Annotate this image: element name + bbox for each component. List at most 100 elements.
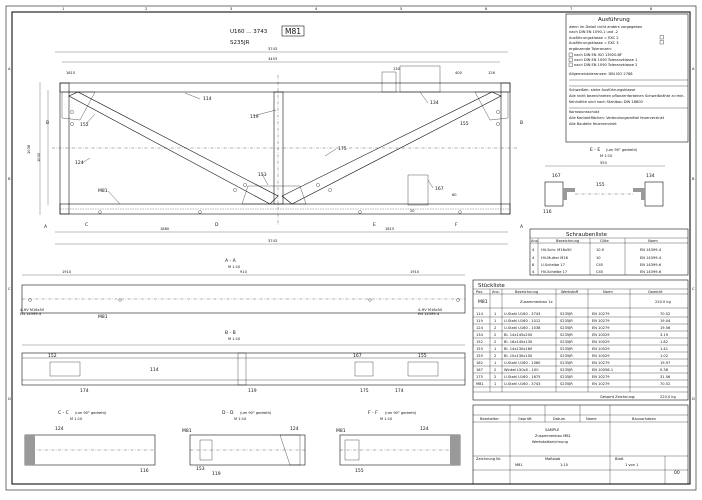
stk-row-2-col-1: 2 <box>494 326 496 330</box>
stk-h-anz: Anz. <box>492 290 500 294</box>
section-mark-b-left: B <box>46 120 49 126</box>
schr-r1-anz: 4 <box>532 248 535 252</box>
section-ee: E - E (um 90° gedreht) M 1:10 550 167 11… <box>543 147 665 215</box>
schrauben-title: Schraubenliste <box>566 232 608 238</box>
tb-sheet: 1 von 1 <box>625 463 638 467</box>
aa-bolt-left: 4-HV M16x50 <box>20 308 45 312</box>
ausf-line-1: wenn im Detail nicht anders vorgegeben <box>569 25 642 29</box>
ausf-line-5: ergänzende Toleranzen: <box>569 47 612 51</box>
stk-row-7-col-2: U-Stahl U160 - 1060 <box>504 361 541 365</box>
dim-height-2: 1030 <box>37 152 41 162</box>
stk-row-0-col-3: S235JR <box>560 312 573 316</box>
top-chord <box>59 82 511 93</box>
dim-1815: 1815 <box>385 227 394 231</box>
stk-row-7-col-5: 19.97 <box>660 361 670 365</box>
aa-bolt-right: 4-HV M16x50 <box>418 308 443 312</box>
detail-plate-134 <box>399 65 441 93</box>
stk-row-8-col-0: 167 <box>476 368 483 372</box>
dd-label-119: 119 <box>212 471 221 477</box>
section-dd-note: (um 90° gedreht) <box>240 411 272 415</box>
ee-label-116: 116 <box>543 209 552 215</box>
stk-row-6-col-5: 1.02 <box>660 354 668 358</box>
tb-datum: Datum <box>553 417 566 421</box>
stk-row-4-col-2: Bl. 16x145x130 <box>504 340 533 344</box>
bb-label-175: 175 <box>360 388 369 394</box>
svg-text:C: C <box>8 287 11 291</box>
section-dd-title: D - D <box>222 410 234 416</box>
detail-plate-167-top <box>381 71 397 93</box>
aa-dim-3: 1910 <box>410 270 420 274</box>
stk-row-9-col-3: S235JR <box>560 375 573 379</box>
section-ee-scale: M 1:10 <box>600 154 613 158</box>
label-124: 124 <box>75 160 84 166</box>
stk-row-10-col-0: M81 <box>476 382 484 386</box>
stk-row-1-col-0: 119 <box>476 319 484 323</box>
stk-row-3-col-3: S235JR <box>560 333 573 337</box>
label-m81: M81 <box>98 188 108 194</box>
svg-text:7: 7 <box>570 7 572 11</box>
bb-label-174-r: 174 <box>395 388 404 394</box>
stk-row-8-col-5: 0.38 <box>660 368 669 372</box>
stk-row-2-col-4: EN 10279 <box>592 326 610 330</box>
ausf-line-13: Korrosionsschutz <box>569 110 599 114</box>
stk-h-bez: Bezeichnung <box>515 290 538 294</box>
drawing-frame <box>11 11 691 485</box>
svg-text:3: 3 <box>230 7 232 11</box>
ff-label-m81: M81 <box>336 428 346 434</box>
stk-row-5-col-0: 153 <box>476 347 483 351</box>
dim-1880: 1880 <box>160 227 170 231</box>
ff-label-155: 155 <box>355 468 364 474</box>
stk-row-3-col-0: 134 <box>476 333 484 337</box>
ausf-line-9: Allgemeintoleranzen: DIN ISO 2768 <box>569 72 633 76</box>
svg-text:B: B <box>8 177 11 181</box>
gusset-left <box>61 91 96 121</box>
schrauben-rows: 4 HV-Schr. M16x50 10.9 EN 14399-4 4 HV-M… <box>532 248 662 274</box>
stk-row-8-col-4: EN 10056-1 <box>592 368 613 372</box>
stk-h-pos: Pos. <box>476 290 483 294</box>
section-mark-d: D <box>215 222 219 228</box>
section-cc-scale: M 1:10 <box>70 417 83 421</box>
section-ff-title: F - F <box>368 410 378 416</box>
part-mark: M81 <box>285 27 301 36</box>
right-post <box>500 82 511 215</box>
section-mark-c: C <box>85 222 88 228</box>
schraubenliste: Schraubenliste Anz. Bezeichnung Güte Nor… <box>529 228 689 276</box>
stk-total-label: Gesamt Zeichnung: <box>600 395 635 399</box>
stk-row-9-col-2: U-Stahl U160 - 1675 <box>504 375 540 379</box>
stk-row-2-col-0: 124 <box>476 326 484 330</box>
stk-row-5-col-5: 1.41 <box>660 347 668 351</box>
schr-r3-norm: EN 14399-6 <box>640 263 662 267</box>
bolt-holes <box>70 110 500 214</box>
aa-dim-2: 910 <box>240 270 248 274</box>
section-bb-title: B - B <box>225 330 236 336</box>
schr-r4-norm: EN 14399-6 <box>640 270 662 274</box>
ee-label-134: 134 <box>646 173 655 179</box>
stk-row-4-col-1: 2 <box>494 340 496 344</box>
stk-row-10-col-1: 1 <box>494 382 496 386</box>
gusset-right <box>474 91 509 121</box>
bb-label-174: 174 <box>80 388 89 394</box>
stk-assembly-note: Zusammenbau 1x <box>520 300 553 304</box>
tb-drawing-label: Zeichnung Nr. <box>476 457 501 461</box>
stk-row-1-col-3: S235JR <box>560 319 573 323</box>
aa-bolt-right-norm: EN 14399-4 <box>418 312 440 316</box>
stk-h-werkstoff: Werkstoff <box>561 290 579 294</box>
stk-row-3-col-4: EN 10029 <box>592 333 610 337</box>
stk-row-10-col-4: EN 10279 <box>592 382 610 386</box>
ausf-line-10: Schweißen: siehe Ausführungsklasse <box>569 88 636 92</box>
stk-row-6-col-3: S235JR <box>560 354 573 358</box>
stk-row-6-col-1: 2 <box>494 354 496 358</box>
stk-total: 220.0 kg <box>660 395 676 399</box>
left-post <box>59 82 70 215</box>
ausfuehrung-box: Ausführung wenn im Detail nicht anders v… <box>565 13 689 143</box>
stk-row-2-col-5: 19.56 <box>660 326 671 330</box>
detail-plate-167 <box>407 174 429 206</box>
dd-label-m81: M81 <box>182 428 192 434</box>
aa-dim-1: 1910 <box>62 270 72 274</box>
schr-r3-bez: U-Scheibe 17 <box>541 263 565 267</box>
svg-text:4: 4 <box>315 7 318 11</box>
svg-text:A: A <box>8 67 11 71</box>
label-152: 152 <box>80 122 89 128</box>
tb-index: 00 <box>674 470 680 476</box>
